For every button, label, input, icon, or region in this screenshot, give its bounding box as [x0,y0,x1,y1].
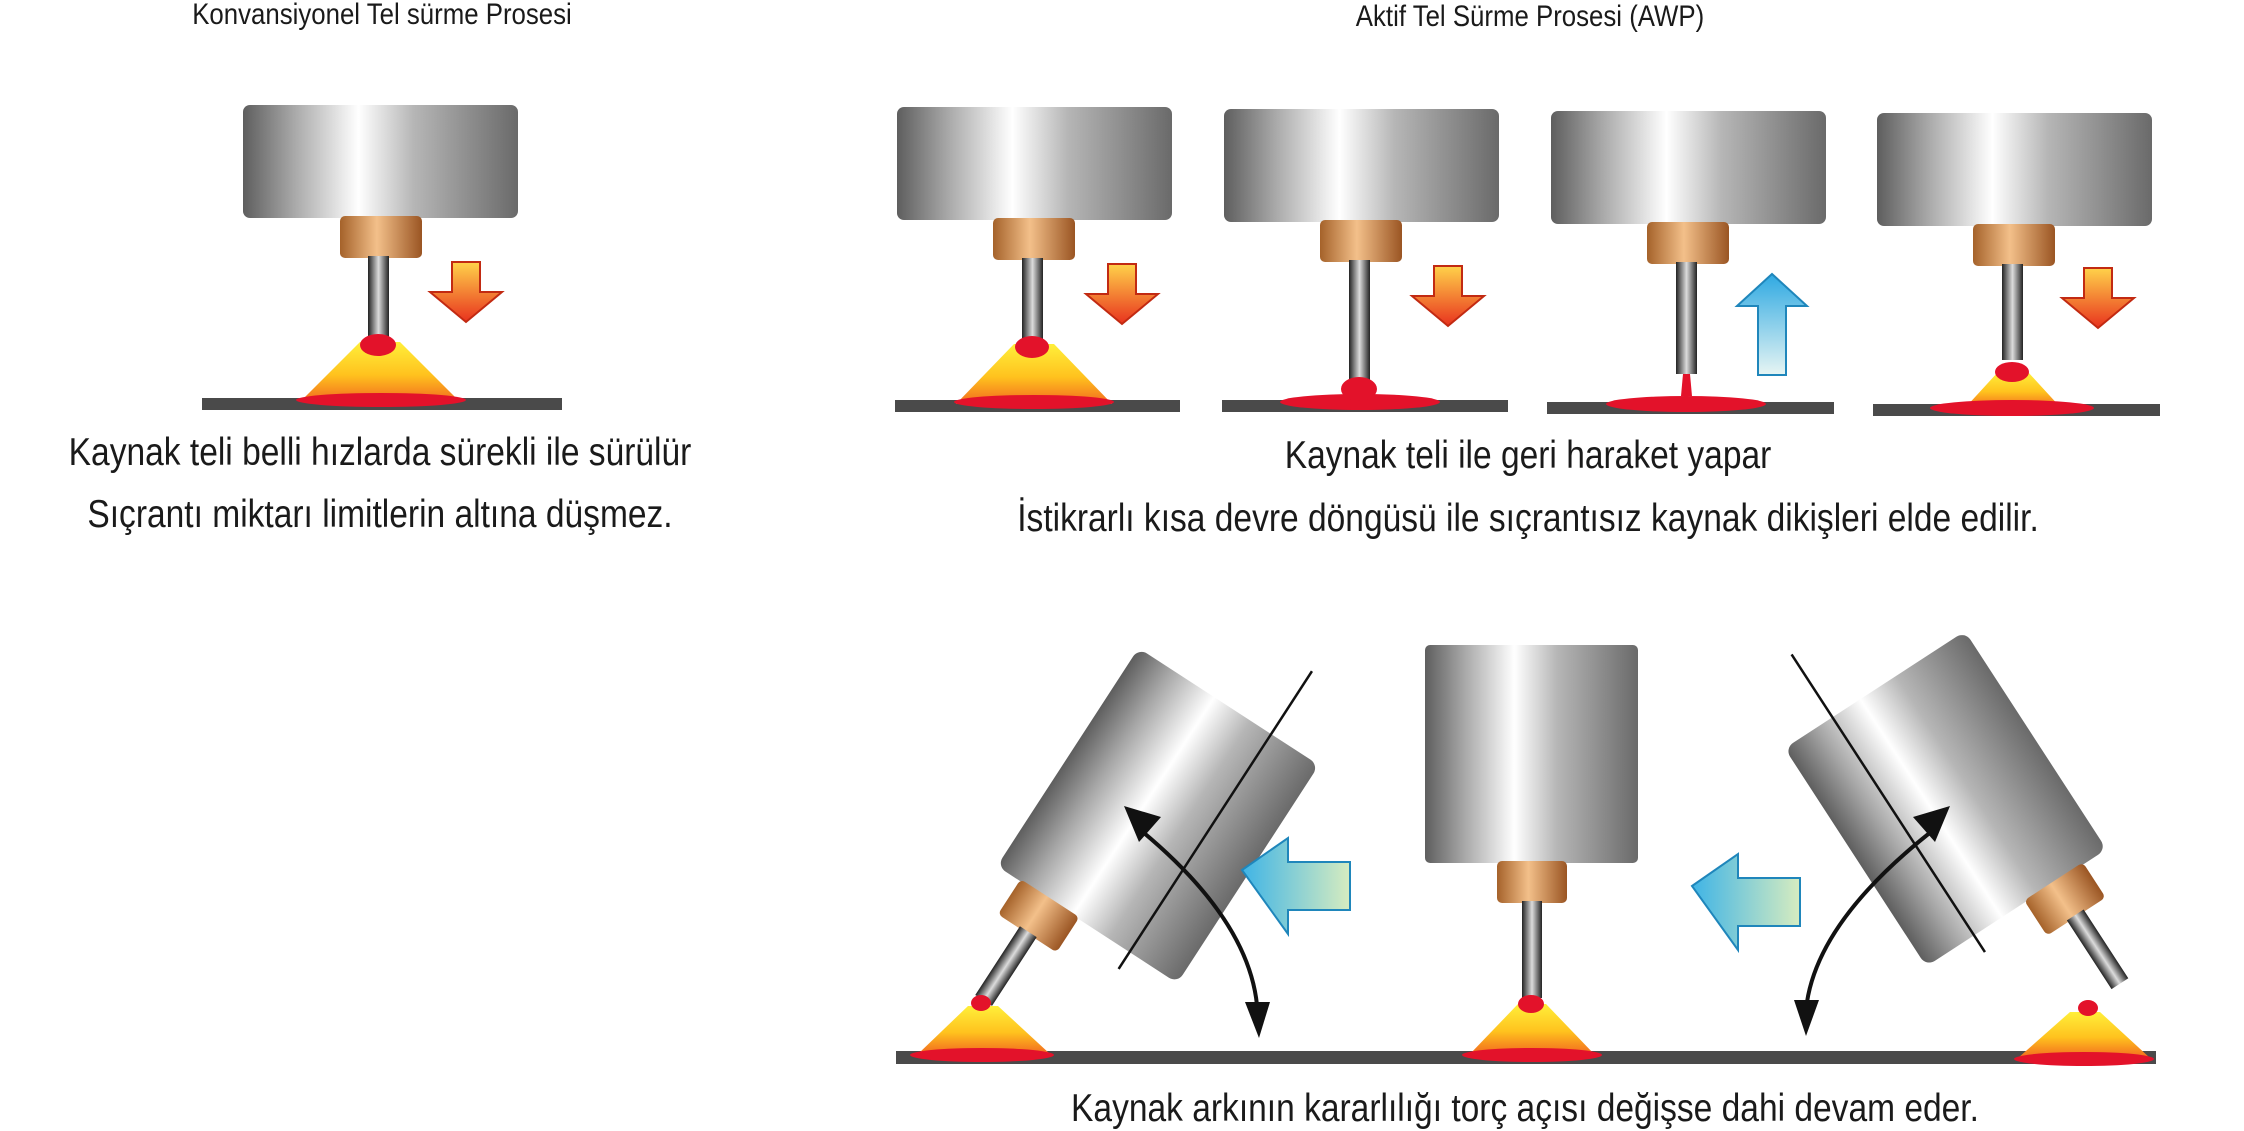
awp-torch-step-3 [1551,111,1826,412]
down-arrow-icon [1409,265,1487,328]
left-arrow-icon [1690,852,1801,954]
active-process-title: Aktif Tel Sürme Prosesi (AWP) [1355,0,1705,33]
active-caption-2: İstikrarlı kısa devre döngüsü ile sıçran… [1017,497,2039,540]
active-caption-1: Kaynak teli ile geri haraket yapar [1284,434,1772,477]
conventional-caption-2: Sıçrantı miktarı limitlerin altına düşme… [87,493,673,536]
down-arrow-icon [2059,267,2137,330]
arc-cone [918,1006,1050,1054]
tilted-torch-left [975,651,1316,1006]
conventional-process-title: Konvansiyonel Tel sürme Prosesi [192,0,572,31]
curved-double-arrow-icon [1794,806,1950,1036]
awp-torch-step-4 [1877,113,2152,416]
tilted-torch-right [1788,635,2129,990]
down-arrow-icon [1083,263,1161,326]
left-arrow-icon [1240,836,1351,938]
arc-cone [2018,1012,2150,1058]
torch-angle-caption: Kaynak arkının kararlılığı torç açısı de… [1071,1087,1979,1130]
curved-double-arrow-icon [1124,806,1270,1038]
down-arrow-icon [427,261,505,324]
awp-torch-step-2 [1224,109,1499,410]
awp-torch-step-1 [897,107,1172,409]
conventional-caption-1: Kaynak teli belli hızlarda sürekli ile s… [68,431,692,474]
conventional-torch [243,105,518,407]
vertical-torch-center [1425,645,1638,1062]
up-arrow-icon [1734,272,1810,376]
